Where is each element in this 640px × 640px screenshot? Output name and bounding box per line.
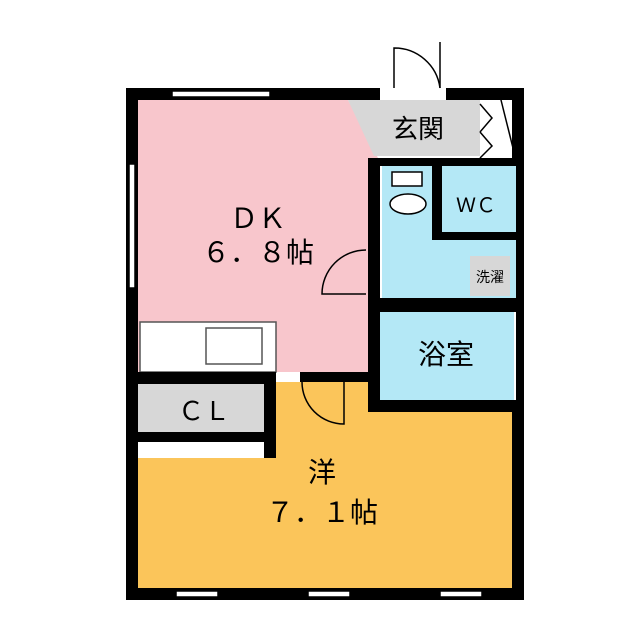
dk-room-fill: [138, 100, 378, 372]
bath-room-fill: [380, 312, 514, 404]
wc-name: ＷＣ: [456, 193, 496, 217]
washer-fill: [470, 256, 510, 296]
western-name: 洋: [308, 456, 336, 489]
fixtures: [389, 171, 427, 215]
western-room-fill: [138, 382, 514, 590]
washer-name: 洗濯: [476, 270, 504, 286]
closet-fill: [138, 384, 266, 434]
kitchen-sink: [205, 327, 263, 365]
wc-room-fill: [442, 174, 512, 232]
closet-name: ＣＬ: [178, 397, 230, 427]
western-size: ７．１帖: [266, 496, 378, 529]
doors: [301, 42, 517, 425]
dk-size: ６．８帖: [202, 236, 314, 269]
entrance-fill: [348, 100, 480, 156]
bath-name: 浴室: [418, 338, 474, 371]
windows: [128, 90, 483, 598]
entrance-name: 玄関: [392, 115, 444, 145]
dk-name: ＤＫ: [230, 202, 286, 235]
